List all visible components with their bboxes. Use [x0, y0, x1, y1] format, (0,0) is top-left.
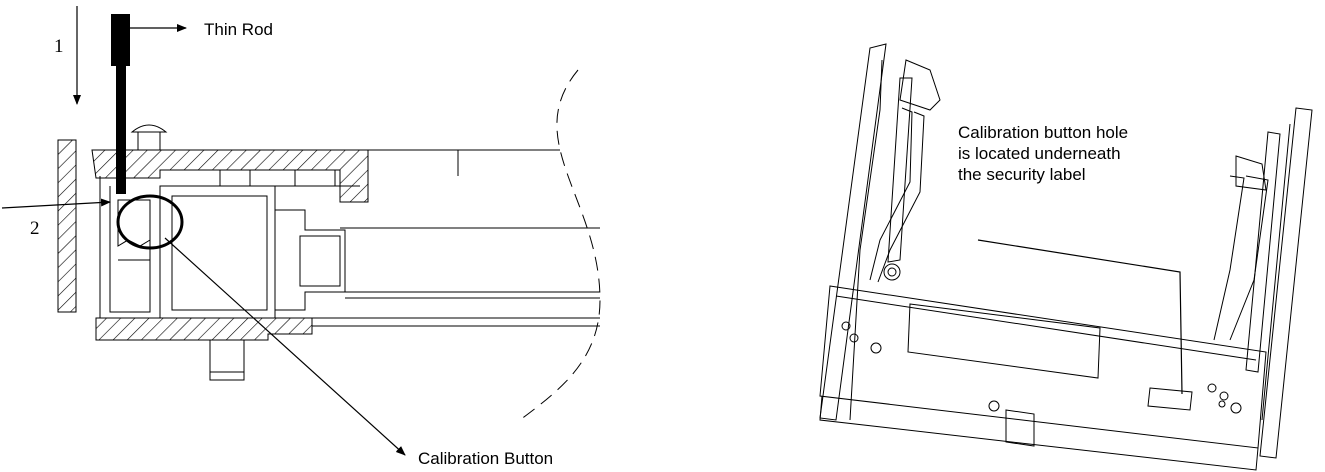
note-line-2: is located underneath	[958, 144, 1121, 163]
tray-drawing	[819, 43, 1313, 471]
step-2-number: 2	[30, 218, 40, 239]
thin-rod	[111, 14, 130, 194]
note-line-1: Calibration button hole	[958, 123, 1129, 142]
calibration-button-leader	[164, 237, 406, 456]
calibration-button-label: Calibration Button	[418, 449, 553, 468]
step-2-arrow	[1, 198, 111, 209]
calibration-hole-note: Calibration button hole is located under…	[958, 122, 1248, 185]
security-label-leader	[977, 239, 1183, 395]
step-1-number: 1	[54, 36, 64, 57]
note-line-3: the security label	[958, 165, 1086, 184]
calibration-button-circle	[116, 194, 184, 250]
cross-section-drawing	[57, 69, 601, 421]
thin-rod-label: Thin Rod	[204, 20, 273, 39]
